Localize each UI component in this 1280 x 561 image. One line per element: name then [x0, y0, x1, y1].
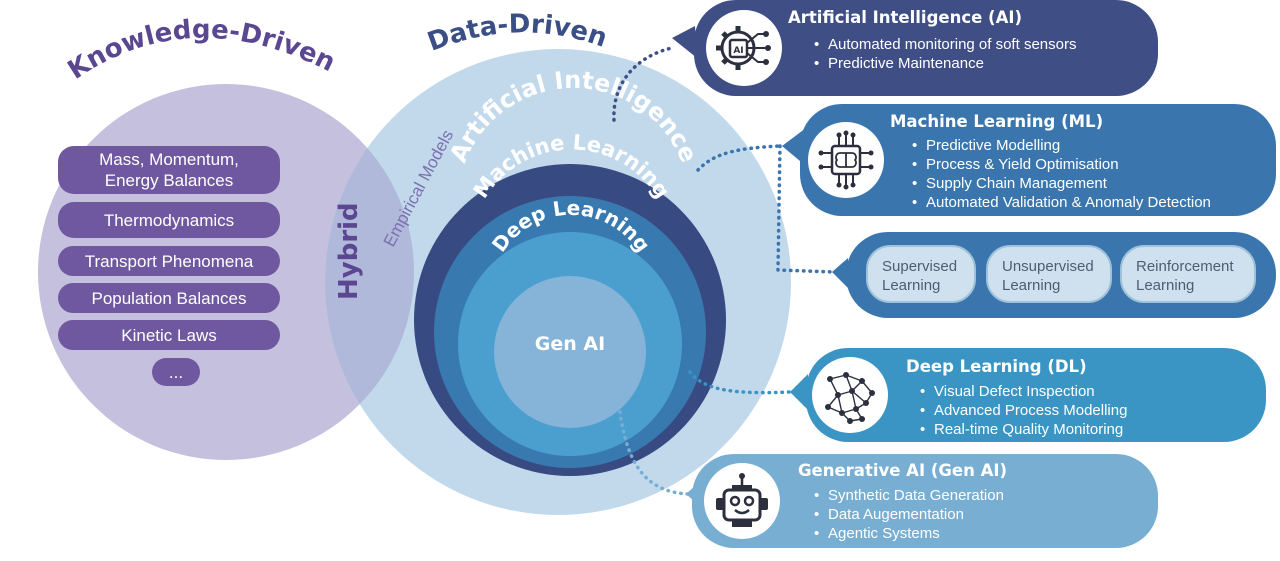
dl-panel: Deep Learning (DL) Visual Defect Inspect…	[806, 348, 1266, 442]
connector-ml	[696, 144, 782, 172]
knowledge-item-population: Population Balances	[58, 283, 280, 313]
ml-bullet: Process & Yield Optimisation	[912, 155, 1211, 174]
knowledge-item-thermodynamics: Thermodynamics	[58, 202, 280, 238]
pointer-ai	[672, 26, 697, 58]
knowledge-item-kinetics: Kinetic Laws	[58, 320, 280, 350]
ml-bullet: Automated Validation & Anomaly Detection	[912, 193, 1211, 212]
ai-bullet: Predictive Maintenance	[814, 54, 1076, 73]
pointer-dl	[790, 374, 808, 410]
learning-types-panel: Supervised Learning Unsupervised Learnin…	[846, 232, 1276, 318]
dl-bullet: Advanced Process Modelling	[920, 401, 1127, 420]
genai-bullet: Agentic Systems	[814, 524, 1004, 543]
genai-bullet: Synthetic Data Generation	[814, 486, 1004, 505]
hybrid-label: Hybrid	[334, 202, 364, 300]
genai-bullet: Data Augementation	[814, 505, 1004, 524]
ai-gear-chip-icon: AI	[706, 10, 782, 86]
dl-panel-title: Deep Learning (DL)	[906, 357, 1087, 376]
connector-genai	[618, 410, 690, 496]
pointer-learning-types	[832, 258, 848, 288]
ai-panel-bullets: Automated monitoring of soft sensors Pre…	[814, 35, 1076, 73]
ml-panel-bullets: Predictive Modelling Process & Yield Opt…	[912, 136, 1211, 212]
ml-panel-title: Machine Learning (ML)	[890, 112, 1104, 131]
genai-panel: Generative AI (Gen AI) Synthetic Data Ge…	[692, 454, 1158, 548]
knowledge-driven-title: Knowledge-Driven	[63, 15, 340, 86]
dl-bullet: Visual Defect Inspection	[920, 382, 1127, 401]
connector-dl	[688, 370, 792, 395]
ml-bullet: Supply Chain Management	[912, 174, 1211, 193]
genai-panel-bullets: Synthetic Data Generation Data Augementa…	[814, 486, 1004, 543]
dl-bullet: Real-time Quality Monitoring	[920, 420, 1127, 439]
brain-chip-icon	[808, 122, 884, 198]
unsupervised-learning-chip: Unsupervised Learning	[986, 245, 1112, 303]
ai-panel-title: Artificial Intelligence (AI)	[788, 8, 1023, 27]
ml-panel: Machine Learning (ML) Predictive Modelli…	[800, 104, 1276, 216]
knowledge-item-more: ...	[152, 358, 200, 386]
ai-panel: AI Artificial Intelligence (AI) Automate…	[694, 0, 1158, 96]
ml-bullet: Predictive Modelling	[912, 136, 1211, 155]
dl-panel-bullets: Visual Defect Inspection Advanced Proces…	[920, 382, 1127, 439]
connector-ai	[612, 46, 674, 122]
ai-bullet: Automated monitoring of soft sensors	[814, 35, 1076, 54]
supervised-learning-chip: Supervised Learning	[866, 245, 976, 303]
knowledge-item-transport: Transport Phenomena	[58, 246, 280, 276]
knowledge-item-balances: Mass, Momentum, Energy Balances	[58, 146, 280, 194]
genai-panel-title: Generative AI (Gen AI)	[798, 461, 1008, 480]
ring-genai	[494, 276, 646, 428]
neural-network-icon	[812, 357, 888, 433]
reinforcement-learning-chip: Reinforcement Learning	[1120, 245, 1256, 303]
ring-genai-label: Gen AI	[535, 333, 605, 355]
robot-icon	[704, 463, 780, 539]
connector-learning-types	[776, 144, 837, 274]
svg-text:AI: AI	[733, 46, 743, 56]
